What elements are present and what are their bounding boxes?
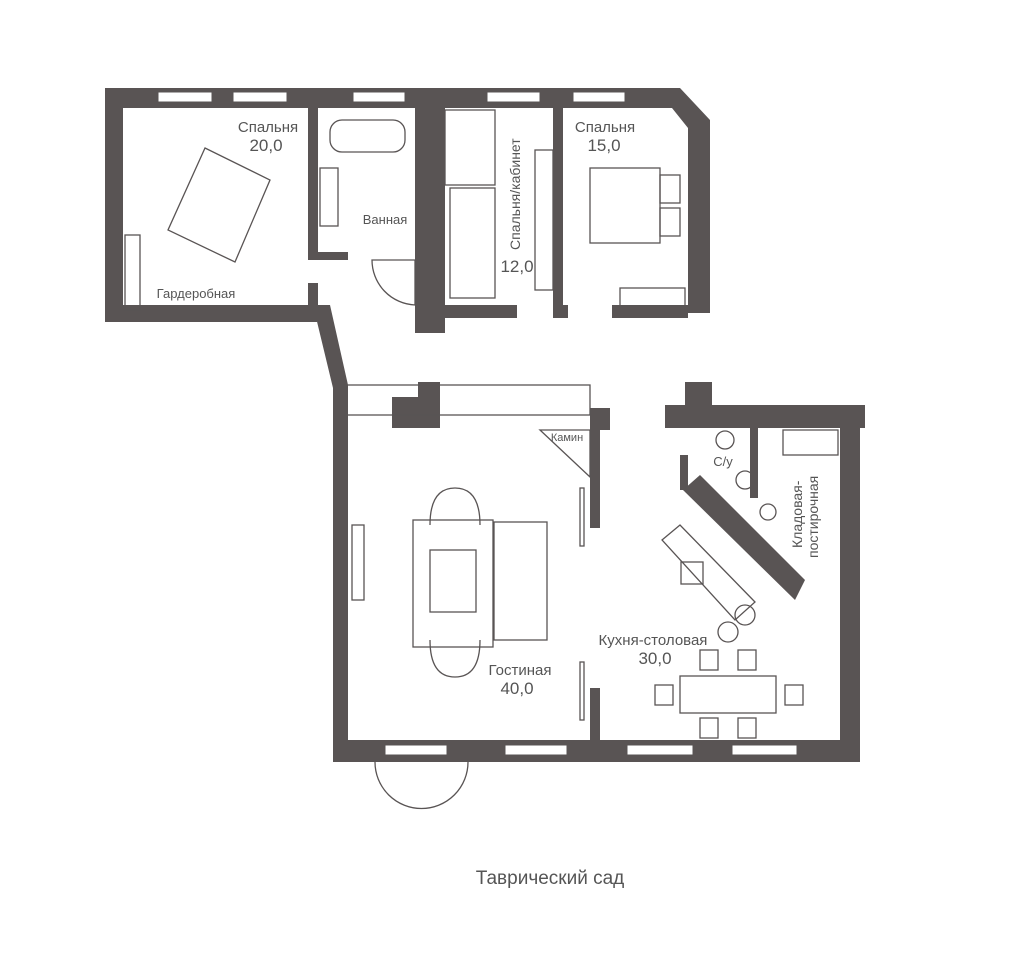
room-name: Кладовая- — [789, 480, 805, 548]
room-name: Гардеробная — [157, 286, 236, 301]
room-area: 12,0 — [500, 257, 533, 276]
room-name: Камин — [551, 432, 583, 444]
room-name: Спальня — [238, 119, 298, 136]
street-caption: Таврический сад — [475, 868, 625, 889]
room-area: 20,0 — [249, 136, 282, 155]
room-name: Спальня — [575, 119, 635, 136]
room-name-2: постирочная — [805, 476, 821, 558]
room-area: 40,0 — [500, 679, 533, 698]
room-name: Гостиная — [489, 662, 552, 679]
walls — [105, 88, 865, 762]
room-labels: Спальня 20,0 Ванная Гардеробная Спальня/… — [157, 119, 821, 698]
room-area: 30,0 — [638, 649, 671, 668]
furniture — [124, 109, 839, 810]
room-name: Спальня/кабинет — [507, 138, 523, 250]
room-name: Кухня-столовая — [599, 632, 708, 649]
room-name: С/у — [713, 454, 733, 469]
room-name: Ванная — [363, 212, 408, 227]
room-area: 15,0 — [587, 136, 620, 155]
windows — [157, 91, 798, 756]
